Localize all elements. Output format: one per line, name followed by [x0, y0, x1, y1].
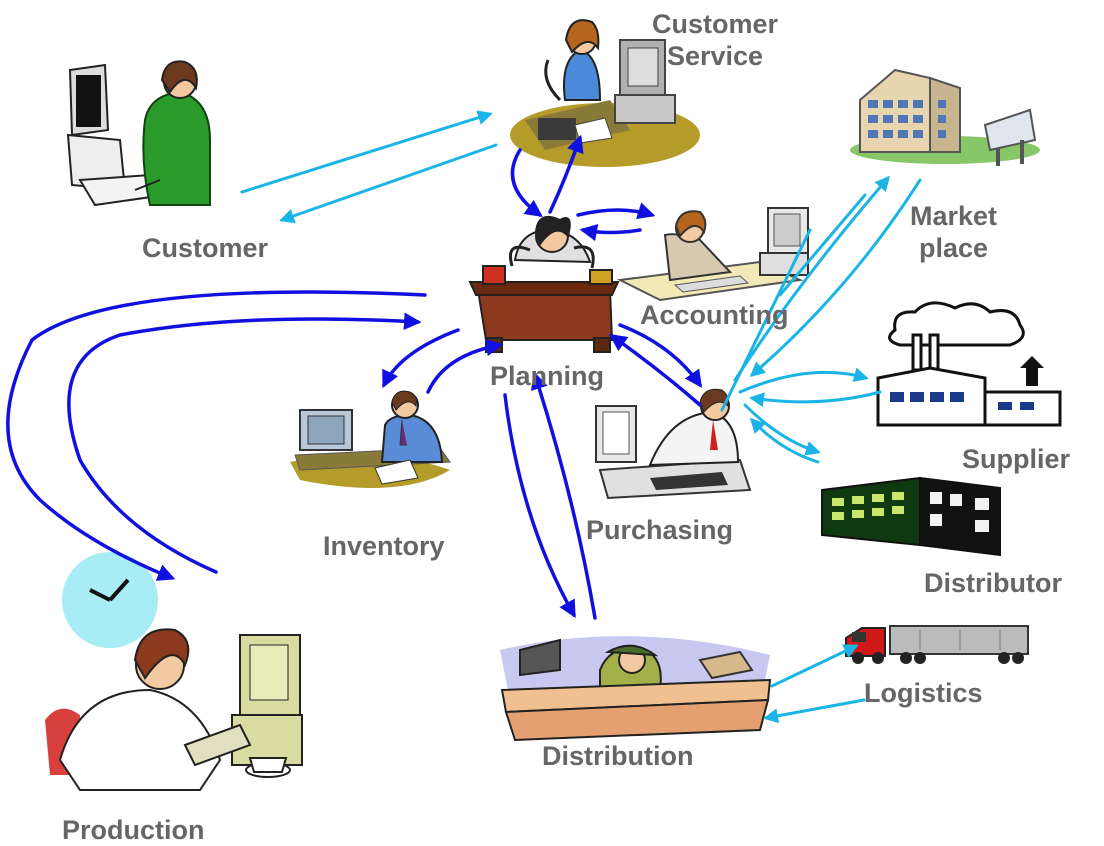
arrow-distributor-to-purchasing: [749, 417, 820, 464]
arrow-customer-to-service: [240, 110, 493, 194]
supplier-factory-clipart: [876, 301, 1062, 427]
arrow-accounting-to-planning: [579, 223, 642, 242]
arrow-planning-to-accounting: [576, 202, 656, 220]
external-flow-arrows: [240, 110, 922, 724]
distribution-clipart: [500, 636, 772, 742]
label-supplier: Supplier: [962, 444, 1071, 474]
arrow-planning-to-distribution: [503, 393, 576, 619]
distributor-warehouse-clipart: [821, 476, 1001, 557]
label-customer-service-line1: Customer: [652, 9, 779, 39]
line-accounting-to-market-1: [720, 228, 812, 412]
arrow-logistics-to-distribution: [763, 698, 866, 724]
planning-desk-clipart: [468, 216, 620, 353]
label-customer-service: Customer Service: [652, 8, 778, 72]
arrow-distribution-to-logistics: [770, 644, 859, 688]
arrow-purchasing-to-distributor: [743, 403, 821, 456]
label-market-place: Market place: [910, 200, 997, 264]
label-market-place-line1: Market: [910, 201, 998, 231]
label-distributor: Distributor: [924, 568, 1062, 598]
arrow-service-to-planning: [510, 148, 543, 218]
customer-service-clipart: [510, 19, 700, 167]
customer-clipart: [66, 60, 211, 207]
arrow-purchasing-to-planning: [609, 333, 702, 407]
label-production: Production: [62, 815, 205, 845]
arrow-planning-to-inventory: [382, 328, 460, 389]
label-market-place-line2: place: [919, 233, 989, 263]
arrow-purchasing-to-supplier: [738, 367, 869, 394]
market-place-building-clipart: [850, 68, 1040, 166]
label-purchasing: Purchasing: [586, 515, 734, 545]
arrow-planning-to-production: [6, 290, 427, 581]
label-customer-service-line2: Service: [666, 41, 764, 71]
arrow-service-to-customer: [279, 143, 498, 224]
arrow-planning-to-service: [548, 134, 584, 214]
purchasing-clipart: [595, 388, 752, 500]
internal-flow-arrows: [6, 134, 703, 620]
arrow-distribution-to-planning: [530, 371, 597, 620]
accounting-clipart: [616, 207, 809, 302]
arrow-purchasing-to-market: [733, 175, 890, 382]
line-accounting-to-market-2: [778, 193, 867, 297]
label-planning: Planning: [490, 361, 604, 391]
label-customer: Customer: [142, 233, 269, 263]
arrow-inventory-to-planning: [426, 338, 504, 394]
label-inventory: Inventory: [323, 531, 445, 561]
inventory-clipart: [290, 390, 451, 488]
arrow-market-to-purchasing: [749, 178, 922, 377]
logistics-truck-clipart: [845, 625, 1029, 664]
label-logistics: Logistics: [864, 678, 983, 708]
arrow-planning-to-purchasing: [618, 323, 703, 388]
production-clipart: [45, 552, 303, 791]
label-distribution: Distribution: [542, 741, 694, 771]
arrow-production-to-planning: [67, 312, 422, 574]
label-accounting: Accounting: [640, 300, 789, 330]
arrow-supplier-to-purchasing: [749, 390, 882, 408]
